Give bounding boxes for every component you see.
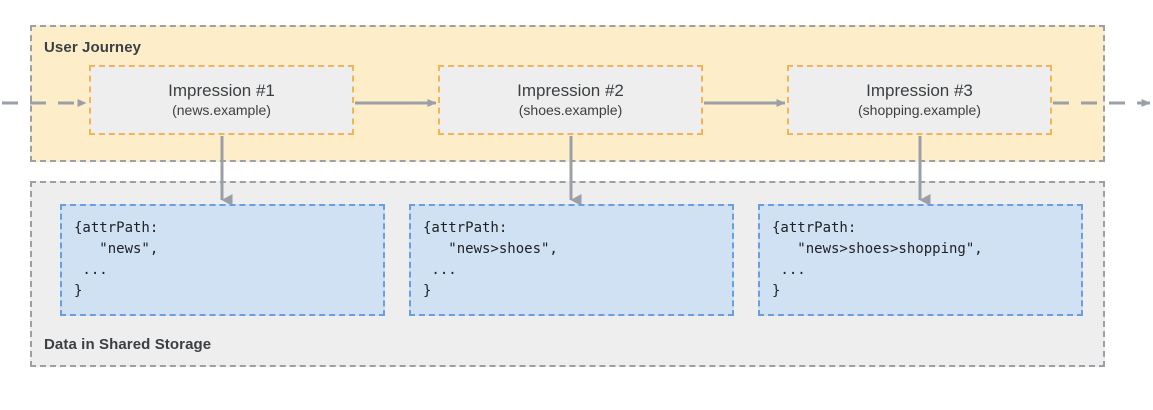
impression-1-name: Impression #1 [168,81,275,100]
impression-box-1[interactable]: Impression #1 (news.example) [89,65,354,135]
impression-1-origin: (news.example) [172,102,271,118]
impression-3-origin: (shopping.example) [858,102,981,118]
impression-2-origin: (shoes.example) [518,102,623,118]
user-journey-title: User Journey [44,39,142,56]
impression-box-3[interactable]: Impression #3 (shopping.example) [787,65,1052,135]
impression-2-name: Impression #2 [517,81,624,100]
shared-storage-code-block-2: {attrPath: "news>shoes", ... } [409,204,734,316]
shared-storage-code-block-1: {attrPath: "news", ... } [60,204,385,316]
impression-3-name: Impression #3 [866,81,973,100]
shared-storage-title: Data in Shared Storage [44,336,212,353]
shared-storage-code-block-3: {attrPath: "news>shoes>shopping", ... } [758,204,1083,316]
impression-box-2[interactable]: Impression #2 (shoes.example) [438,65,703,135]
